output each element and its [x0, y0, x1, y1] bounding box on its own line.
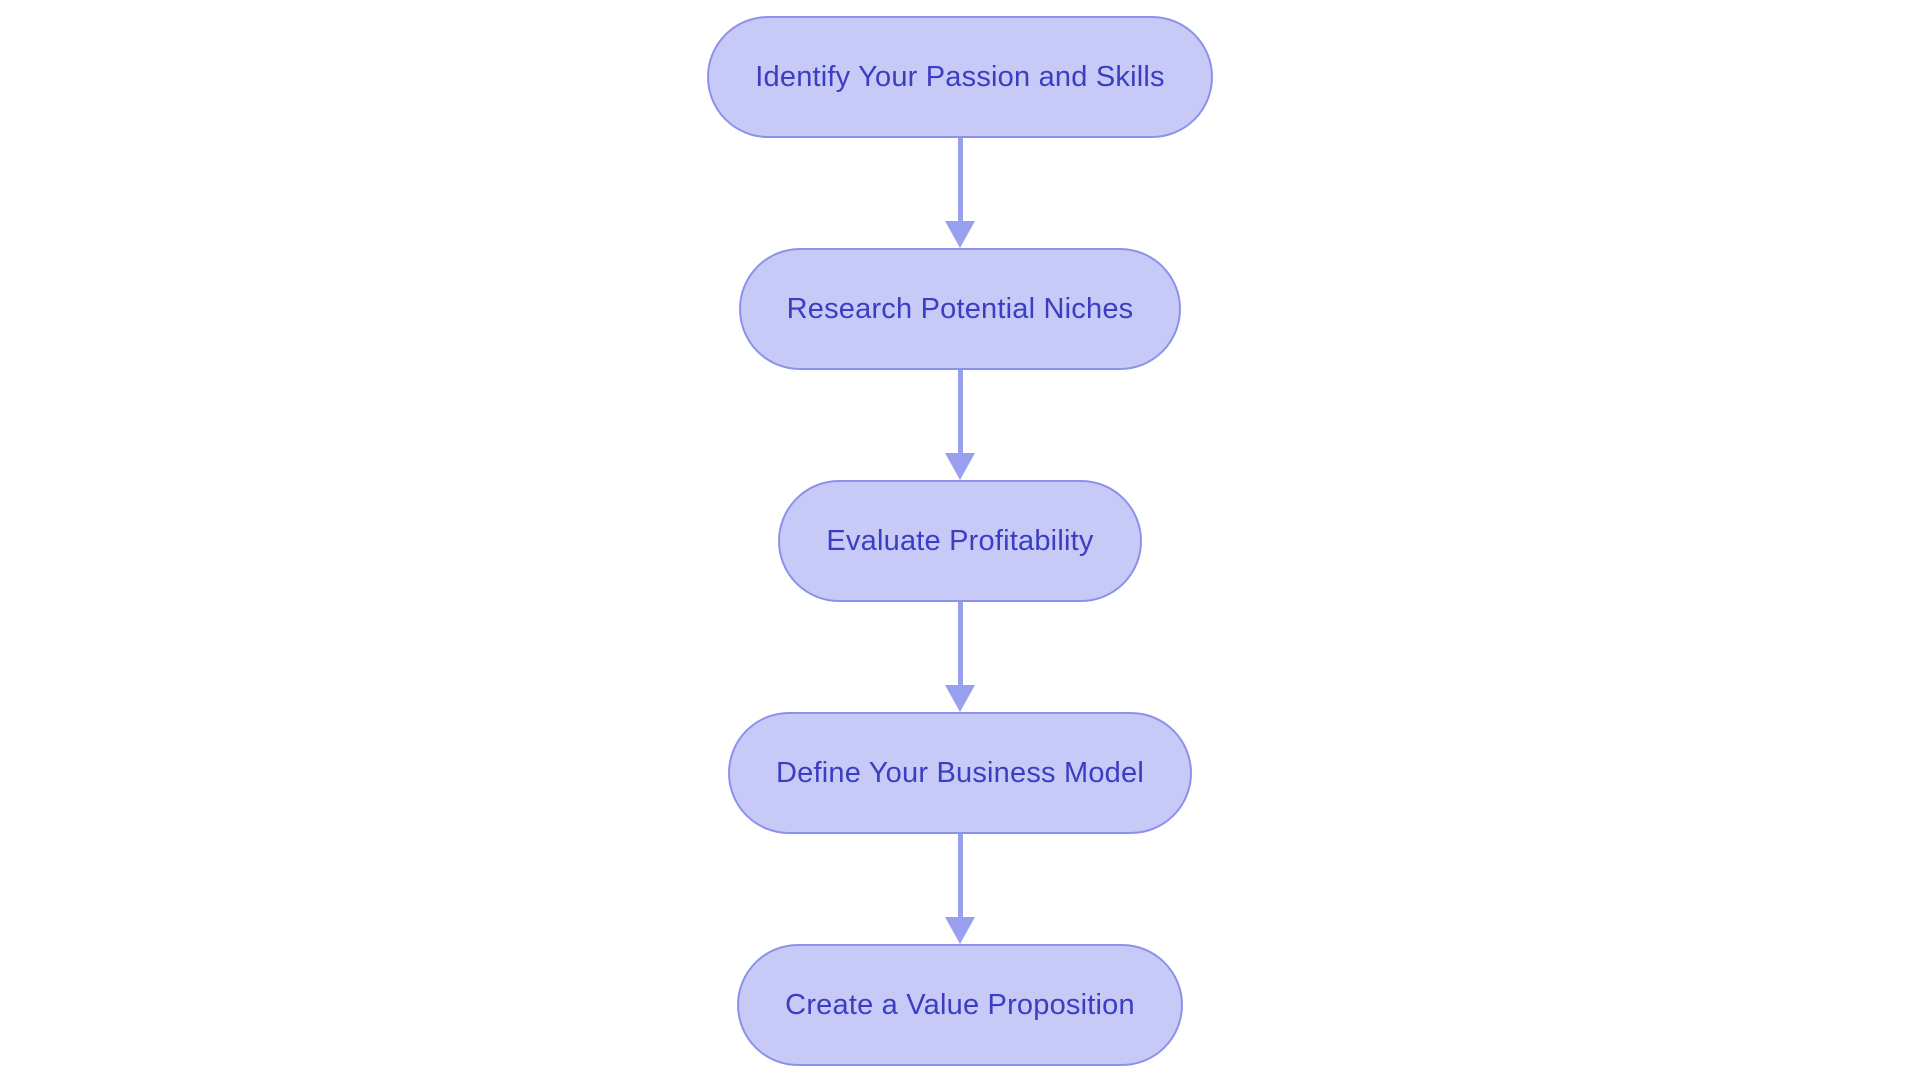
node-label: Create a Value Proposition — [785, 988, 1135, 1021]
arrow-down-icon — [945, 917, 975, 944]
arrow-connector — [945, 602, 975, 712]
arrow-connector — [945, 138, 975, 248]
flowchart-node-evaluate-profitability: Evaluate Profitability — [778, 480, 1142, 602]
node-label: Evaluate Profitability — [826, 524, 1094, 557]
flowchart-node-define-business-model: Define Your Business Model — [728, 712, 1192, 834]
arrow-down-icon — [945, 685, 975, 712]
node-label: Define Your Business Model — [776, 756, 1144, 789]
arrow-line — [957, 370, 963, 453]
arrow-line — [957, 138, 963, 221]
arrow-down-icon — [945, 453, 975, 480]
arrow-connector — [945, 370, 975, 480]
arrow-line — [957, 602, 963, 685]
node-label: Identify Your Passion and Skills — [755, 60, 1165, 93]
flowchart-node-research-niches: Research Potential Niches — [738, 248, 1182, 370]
node-label: Research Potential Niches — [786, 292, 1134, 325]
arrow-connector — [945, 834, 975, 944]
arrow-down-icon — [945, 221, 975, 248]
flowchart-node-identify-passion-skills: Identify Your Passion and Skills — [707, 16, 1213, 138]
flowchart-node-create-value-proposition: Create a Value Proposition — [737, 944, 1183, 1066]
arrow-line — [957, 834, 963, 917]
